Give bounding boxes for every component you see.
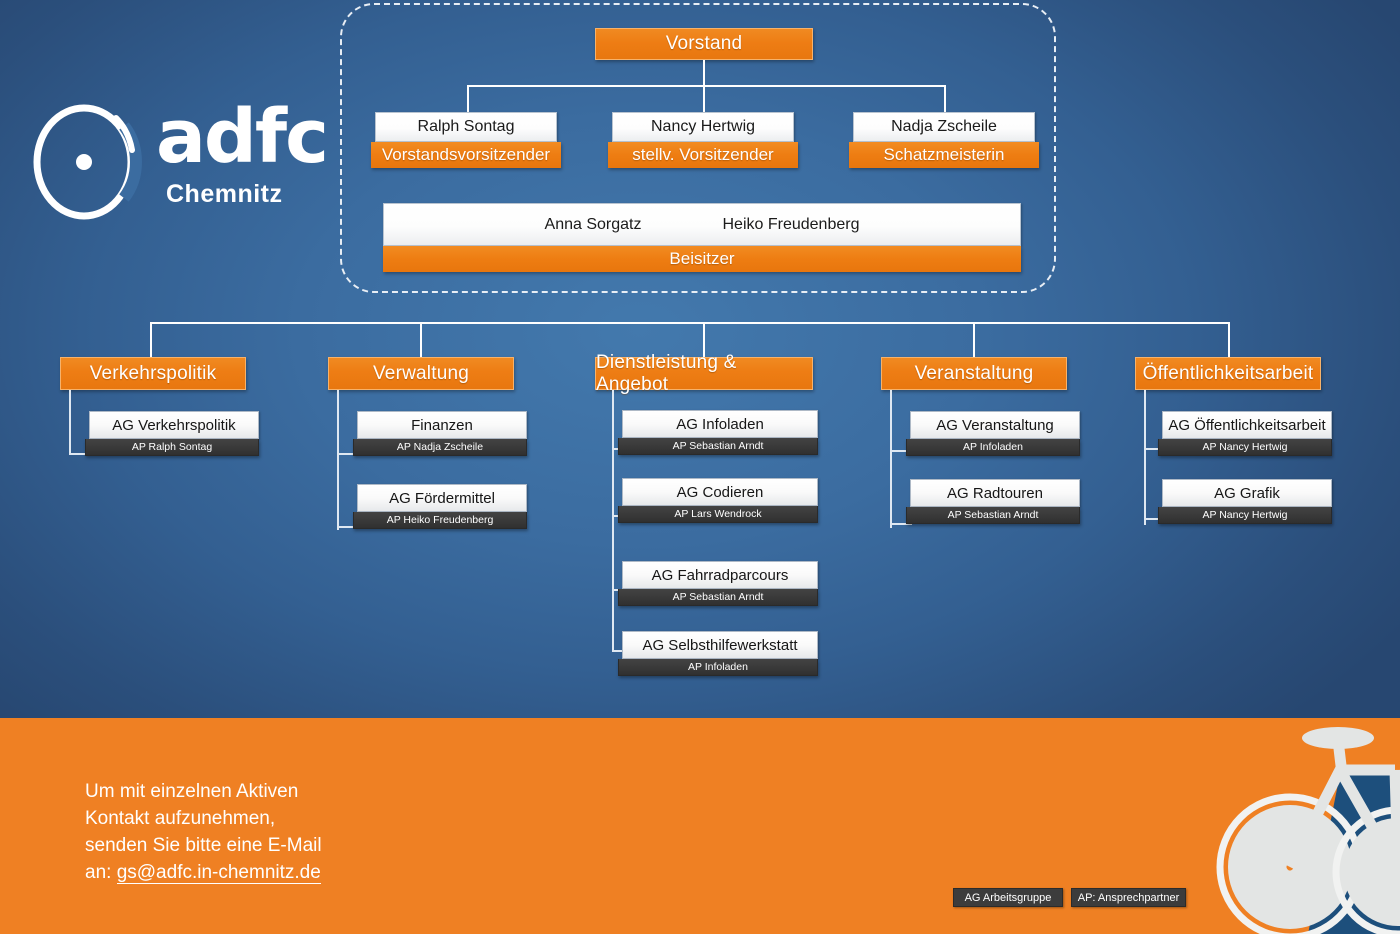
board-member-1-role: Vorstandsvorsitzender: [381, 145, 551, 164]
assessors-role: Beisitzer: [669, 249, 735, 268]
connector-dept1-tick-1: [69, 453, 91, 455]
board-group-outline: [340, 3, 1056, 293]
connector-board-bus: [467, 85, 945, 87]
connector-dept4-tick-2: [890, 523, 912, 525]
ag-4-2-label: AG Radtouren: [947, 484, 1043, 502]
ap-3-4-label: AP Infoladen: [688, 661, 748, 673]
footer-band: Um mit einzelnen Aktiven Kontakt aufzune…: [0, 718, 1400, 934]
ag-5-2-label: AG Grafik: [1214, 484, 1280, 502]
connector-dept-1-drop: [150, 322, 152, 357]
node-vorstand[interactable]: Vorstand: [595, 28, 813, 60]
node-ag-finanzen[interactable]: Finanzen AP Nadja Zscheile: [353, 411, 527, 456]
ag-2-2-label: AG Fördermittel: [389, 489, 495, 507]
node-board-member-3[interactable]: Nadja Zscheile Schatzmeisterin: [849, 112, 1039, 168]
connector-member-1-drop: [467, 85, 469, 112]
ap-4-2-label: AP Sebastian Arndt: [947, 509, 1039, 521]
legend-ag-label: AG Arbeitsgruppe: [964, 891, 1052, 904]
connector-department-bus: [150, 322, 1228, 324]
connector-dept-2-drop: [420, 322, 422, 357]
connector-dept4-spine: [890, 390, 892, 528]
node-ag-veranstaltung[interactable]: AG Veranstaltung AP Infoladen: [906, 411, 1080, 456]
node-ag-fahrradparcours[interactable]: AG Fahrradparcours AP Sebastian Arndt: [618, 561, 818, 606]
connector-dept5-tick-1: [1144, 448, 1166, 450]
ap-1-1-label: AP Ralph Sontag: [131, 441, 213, 453]
board-member-1-name: Ralph Sontag: [417, 118, 515, 135]
connector-member-3-drop: [944, 85, 946, 112]
ag-1-1-label: AG Verkehrspolitik: [112, 416, 236, 434]
connector-dept-4-drop: [973, 322, 975, 357]
connector-member-2-drop: [703, 85, 705, 112]
adfc-chemnitz-logo: adfc Chemnitz: [28, 100, 329, 220]
board-member-3-role: Schatzmeisterin: [883, 145, 1005, 164]
ap-3-1-label: AP Sebastian Arndt: [672, 440, 764, 452]
assessor-name-2: Heiko Freudenberg: [722, 215, 860, 233]
connector-dept2-tick-1: [337, 453, 359, 455]
ag-5-1-label: AG Öffentlichkeitsarbeit: [1168, 416, 1326, 434]
connector-vorstand-down: [703, 60, 705, 86]
ap-5-2-label: AP Nancy Hertwig: [1202, 509, 1288, 521]
board-member-2-role: stellv. Vorsitzender: [632, 145, 774, 164]
bicycle-icon: [1216, 727, 1400, 934]
department-5-label: Öffentlichkeitsarbeit: [1142, 362, 1314, 384]
node-department-verwaltung[interactable]: Verwaltung: [328, 357, 514, 390]
ag-4-1-label: AG Veranstaltung: [936, 416, 1054, 434]
node-ag-foerdermittel[interactable]: AG Fördermittel AP Heiko Freudenberg: [353, 484, 527, 529]
node-ag-verkehrspolitik[interactable]: AG Verkehrspolitik AP Ralph Sontag: [85, 411, 259, 456]
board-member-3-name: Nadja Zscheile: [891, 118, 997, 135]
connector-dept5-spine: [1144, 390, 1146, 525]
connector-dept1-spine: [69, 390, 71, 455]
ag-3-4-label: AG Selbsthilfewerkstatt: [642, 636, 798, 654]
node-ag-codieren[interactable]: AG Codieren AP Lars Wendrock: [618, 478, 818, 523]
connector-dept-3-drop: [703, 322, 705, 357]
connector-dept3-spine: [612, 390, 614, 652]
department-4-label: Veranstaltung: [914, 362, 1034, 384]
node-department-oeffentlichkeitsarbeit[interactable]: Öffentlichkeitsarbeit: [1135, 357, 1321, 390]
node-ag-grafik[interactable]: AG Grafik AP Nancy Hertwig: [1158, 479, 1332, 524]
ag-2-1-label: Finanzen: [411, 416, 473, 434]
connector-dept-5-drop: [1228, 322, 1230, 357]
connector-dept2-tick-2: [337, 526, 359, 528]
node-ag-oeffentlichkeitsarbeit[interactable]: AG Öffentlichkeitsarbeit AP Nancy Hertwi…: [1158, 411, 1332, 456]
contact-text: Um mit einzelnen Aktiven Kontakt aufzune…: [85, 778, 322, 886]
node-ag-selbsthilfewerkstatt[interactable]: AG Selbsthilfewerkstatt AP Infoladen: [618, 631, 818, 676]
logo-wordmark: adfc: [156, 94, 329, 180]
node-department-dienstleistung[interactable]: Dienstleistung & Angebot: [595, 352, 813, 395]
ap-3-2-label: AP Lars Wendrock: [674, 508, 762, 520]
logo-city: Chemnitz: [166, 180, 283, 208]
ag-3-2-label: AG Codieren: [676, 483, 764, 501]
connector-dept2-spine: [337, 390, 339, 530]
legend-ap-label: AP: Ansprechpartner: [1077, 891, 1180, 904]
department-3-label: Dienstleistung & Angebot: [596, 351, 737, 395]
node-department-verkehrspolitik[interactable]: Verkehrspolitik: [60, 357, 246, 390]
node-assessors[interactable]: Anna Sorgatz Heiko Freudenberg Beisitzer: [383, 203, 1021, 272]
connector-dept4-tick-1: [890, 450, 912, 452]
node-board-member-2[interactable]: Nancy Hertwig stellv. Vorsitzender: [608, 112, 798, 168]
board-member-2-name: Nancy Hertwig: [650, 118, 756, 135]
contact-line-4-prefix: an:: [85, 862, 117, 883]
contact-line-2: Kontakt aufzunehmen,: [85, 808, 276, 829]
adfc-wheel-icon: [33, 104, 142, 220]
ap-5-1-label: AP Nancy Hertwig: [1202, 441, 1288, 453]
node-vorstand-label: Vorstand: [665, 33, 743, 54]
node-ag-radtouren[interactable]: AG Radtouren AP Sebastian Arndt: [906, 479, 1080, 524]
contact-line-4: an: gs@adfc.in-chemnitz.de: [85, 859, 322, 886]
node-board-member-1[interactable]: Ralph Sontag Vorstandsvorsitzender: [371, 112, 561, 168]
contact-line-3: senden Sie bitte eine E-Mail: [85, 835, 322, 856]
connector-dept5-tick-2: [1144, 518, 1166, 520]
department-2-label: Verwaltung: [372, 362, 469, 384]
node-department-veranstaltung[interactable]: Veranstaltung: [881, 357, 1067, 390]
legend-ag: AG Arbeitsgruppe: [953, 888, 1063, 907]
ap-2-1-label: AP Nadja Zscheile: [396, 441, 484, 453]
department-1-label: Verkehrspolitik: [89, 362, 217, 384]
node-ag-infoladen[interactable]: AG Infoladen AP Sebastian Arndt: [618, 410, 818, 455]
contact-email-link[interactable]: gs@adfc.in-chemnitz.de: [116, 862, 321, 884]
assessor-name-1: Anna Sorgatz: [544, 215, 642, 233]
ap-3-3-label: AP Sebastian Arndt: [672, 591, 764, 603]
ag-3-1-label: AG Infoladen: [676, 415, 764, 433]
legend-ap: AP: Ansprechpartner: [1071, 888, 1186, 907]
ap-2-2-label: AP Heiko Freudenberg: [386, 514, 494, 526]
ag-3-3-label: AG Fahrradparcours: [651, 566, 789, 584]
contact-line-1: Um mit einzelnen Aktiven: [85, 781, 299, 802]
ap-4-1-label: AP Infoladen: [963, 441, 1023, 453]
